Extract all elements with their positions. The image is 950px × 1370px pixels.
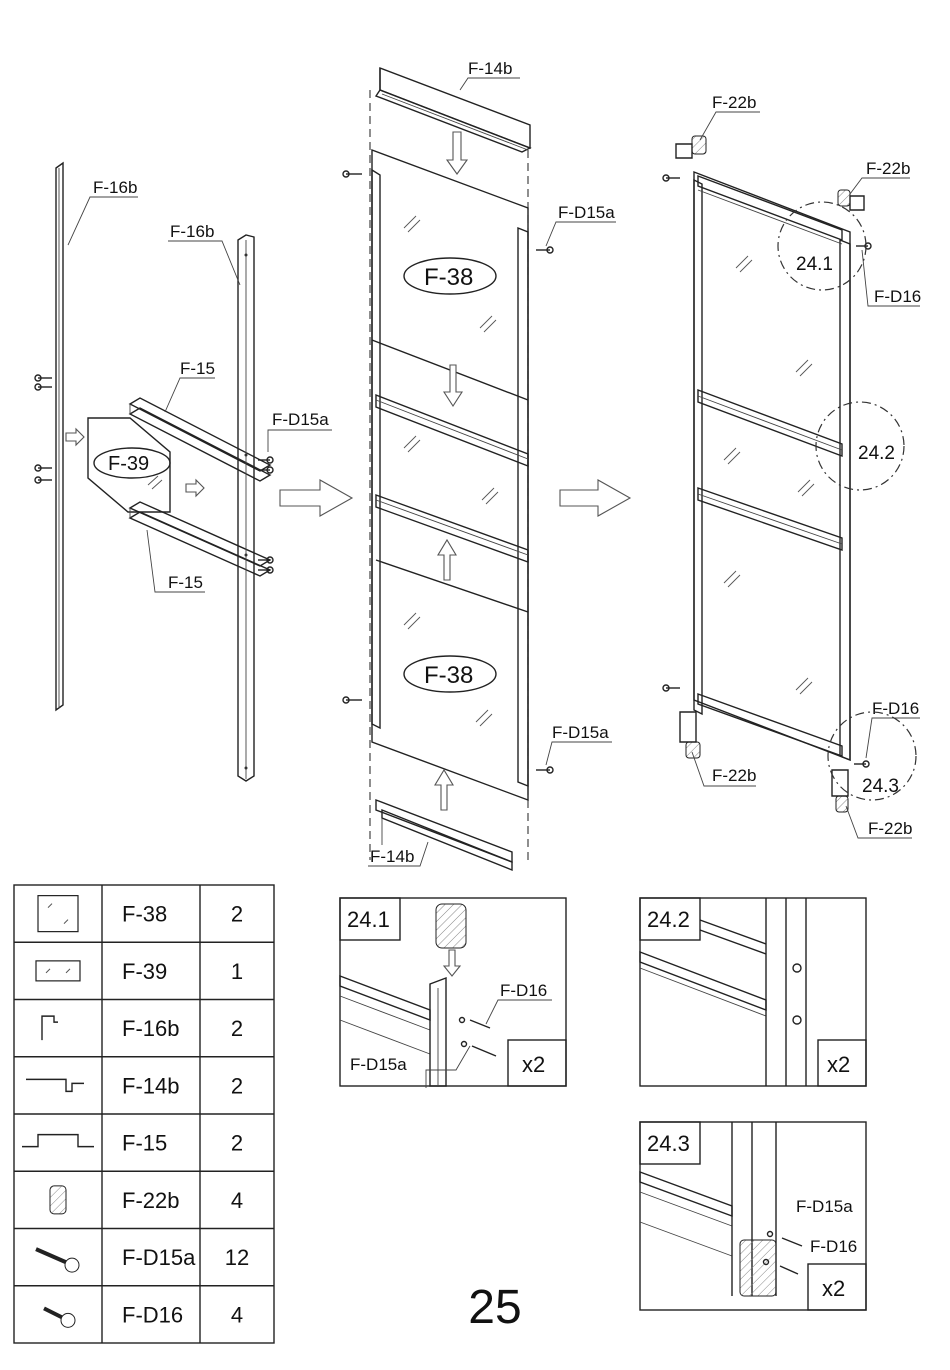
f22b-top-right-label: F-22b: [866, 159, 910, 178]
parts-qty: 4: [231, 1302, 243, 1327]
detail-241-title: 24.1: [347, 907, 390, 932]
circle-242-label: 24.2: [858, 443, 895, 464]
f22b-roller-bottom-right: [836, 796, 848, 812]
parts-code: F-D16: [122, 1302, 183, 1327]
detail-241-label-a: F-D16: [500, 981, 547, 1000]
parts-code: F-39: [122, 959, 167, 984]
f15-bottom-label: F-15: [168, 573, 203, 592]
f14b-top-label: F-14b: [468, 59, 512, 78]
page-number: 25: [440, 1280, 550, 1335]
f14b-bottom-label: F-14b: [370, 847, 414, 866]
detail-243-label-a: F-D15a: [796, 1197, 853, 1216]
glass-marks-right: [724, 256, 814, 694]
f22b-top-left-label: F-22b: [712, 93, 756, 112]
right-assembled-group: F-22b F-22b F-22b F-22b F-D16 F-D16 24.1…: [663, 93, 921, 838]
roller-bottom-detail-icon: [740, 1240, 776, 1296]
detail-241-count: x2: [522, 1052, 545, 1077]
parts-qty: 12: [225, 1245, 249, 1270]
f22b-roller-top-left: [692, 136, 706, 154]
detail-242-count: x2: [827, 1052, 850, 1077]
glass-panel-icon: [38, 896, 78, 932]
parts-code: F-15: [122, 1131, 167, 1156]
fd15a-left-label: F-D15a: [272, 410, 329, 429]
middle-frame-group: F-14b F-38 F-38: [343, 59, 616, 870]
fd16-top-label: F-D16: [874, 287, 921, 306]
middle-rail-profile-icon: [22, 1135, 94, 1147]
f22b-bottom-left-label: F-22b: [712, 766, 756, 785]
parts-qty: 4: [231, 1188, 243, 1213]
circle-241-label: 24.1: [796, 254, 833, 275]
f16b-right-label: F-16b: [170, 222, 214, 241]
detail-24-3: 24.3 x2 F-D15a F-D16: [640, 1122, 866, 1310]
detail-241-label-b: F-D15a: [350, 1055, 407, 1074]
detail-24-1: 24.1 x2 F-D16 F-D15a: [340, 898, 566, 1088]
step-arrow-1: [280, 480, 352, 516]
circle-243-label: 24.3: [862, 776, 899, 797]
parts-qty: 2: [231, 1131, 243, 1156]
parts-qty: 2: [231, 1016, 243, 1041]
detail-243-count: x2: [822, 1276, 845, 1301]
f38-assembly: [372, 150, 528, 800]
detail-243-title: 24.3: [647, 1131, 690, 1156]
parts-code: F-22b: [122, 1188, 179, 1213]
f38-top-label: F-38: [424, 264, 473, 291]
fd16-bottom-label: F-D16: [872, 699, 919, 718]
roller-detail-icon: [436, 904, 466, 948]
fd15a-mid-top-label: F-D15a: [558, 203, 615, 222]
parts-qty: 2: [231, 1073, 243, 1098]
top-track-profile-icon: [26, 1079, 84, 1091]
step-arrow-2: [560, 480, 630, 516]
left-exploded-group: F-16b F-39 F-15 F-15: [35, 163, 332, 781]
fd15a-mid-bottom-label: F-D15a: [552, 723, 609, 742]
detail-24-2: 24.2 x2: [640, 898, 866, 1086]
detail-242-title: 24.2: [647, 907, 690, 932]
parts-code: F-14b: [122, 1073, 179, 1098]
long-screw-icon: [36, 1249, 79, 1272]
parts-qty: 2: [231, 902, 243, 927]
f16b-left-profile: [56, 163, 63, 710]
roller-wheel-icon: [50, 1186, 66, 1214]
f16b-left-label: F-16b: [93, 178, 137, 197]
parts-code: F-D15a: [122, 1245, 196, 1270]
f22b-bottom-right-label: F-22b: [868, 819, 912, 838]
parts-code: F-16b: [122, 1016, 179, 1041]
f39-label: F-39: [108, 453, 149, 475]
parts-qty: 1: [231, 959, 243, 984]
f15-top-label: F-15: [180, 359, 215, 378]
vertical-profile-icon: [42, 1016, 58, 1040]
f22b-roller-top-right: [838, 190, 850, 206]
parts-code: F-38: [122, 902, 167, 927]
f38-bottom-label: F-38: [424, 662, 473, 689]
detail-243-label-b: F-D16: [810, 1237, 857, 1256]
short-screw-icon: [44, 1308, 75, 1327]
screws-left: [35, 375, 52, 483]
small-glass-panel-icon: [36, 961, 80, 981]
